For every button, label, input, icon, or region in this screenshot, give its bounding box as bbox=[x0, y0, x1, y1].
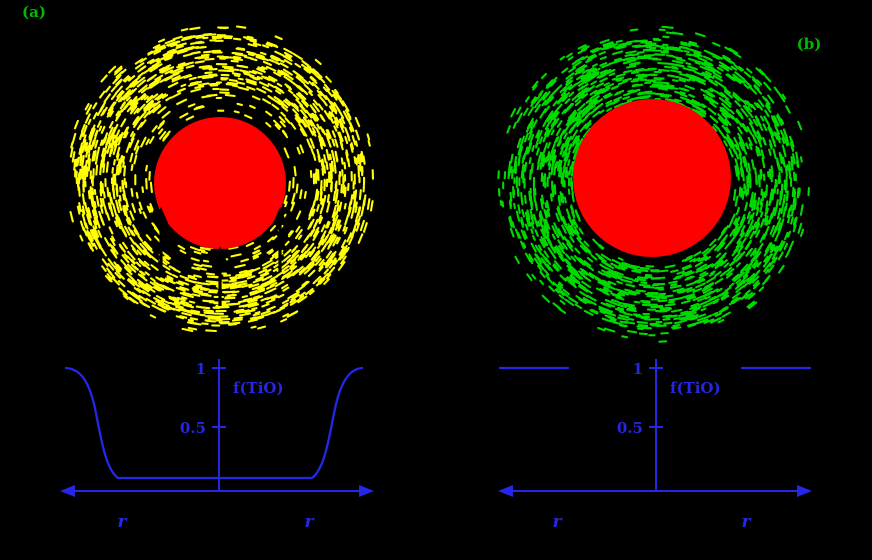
panel-b-fuzz-texture bbox=[497, 25, 810, 343]
panel-b-label: (b) bbox=[797, 35, 822, 53]
panel-b bbox=[497, 25, 810, 343]
plot-a-r-right: r bbox=[305, 512, 315, 532]
panel-a bbox=[69, 25, 375, 333]
plot-b-tick-label-05: 0.5 bbox=[617, 419, 643, 437]
plot-a-fTiO-curve bbox=[64, 366, 364, 480]
plot-a: 1 0.5 f(TiO) r r bbox=[60, 359, 374, 532]
plot-b-x-axis-right-arrowhead bbox=[797, 485, 812, 497]
up-arrow-left-head bbox=[154, 207, 168, 223]
panel-a-label: (a) bbox=[22, 3, 46, 21]
plot-a-r-left: r bbox=[118, 512, 128, 532]
panel-a-red-core bbox=[154, 117, 286, 249]
plot-a-ylabel: f(TiO) bbox=[233, 379, 284, 397]
plot-b-x-axis-left-arrowhead bbox=[498, 485, 513, 497]
plot-b-tick-label-1: 1 bbox=[633, 360, 643, 378]
panel-b-red-core bbox=[573, 99, 731, 257]
panel-a-arrows bbox=[154, 207, 287, 306]
plot-a-tick-label-1: 1 bbox=[196, 360, 206, 378]
plot-b-ylabel: f(TiO) bbox=[670, 379, 721, 397]
plot-b: 1 0.5 f(TiO) r r bbox=[498, 359, 812, 532]
plot-b-r-left: r bbox=[553, 512, 563, 532]
up-arrow-right-head bbox=[273, 207, 287, 223]
plot-b-r-right: r bbox=[742, 512, 752, 532]
plot-a-tick-label-05: 0.5 bbox=[180, 419, 206, 437]
panel-b-fuzz bbox=[497, 25, 810, 343]
plot-a-x-axis-left-arrowhead bbox=[60, 485, 75, 497]
plot-a-x-axis-right-arrowhead bbox=[359, 485, 374, 497]
up-arrow-middle-head bbox=[213, 246, 227, 262]
